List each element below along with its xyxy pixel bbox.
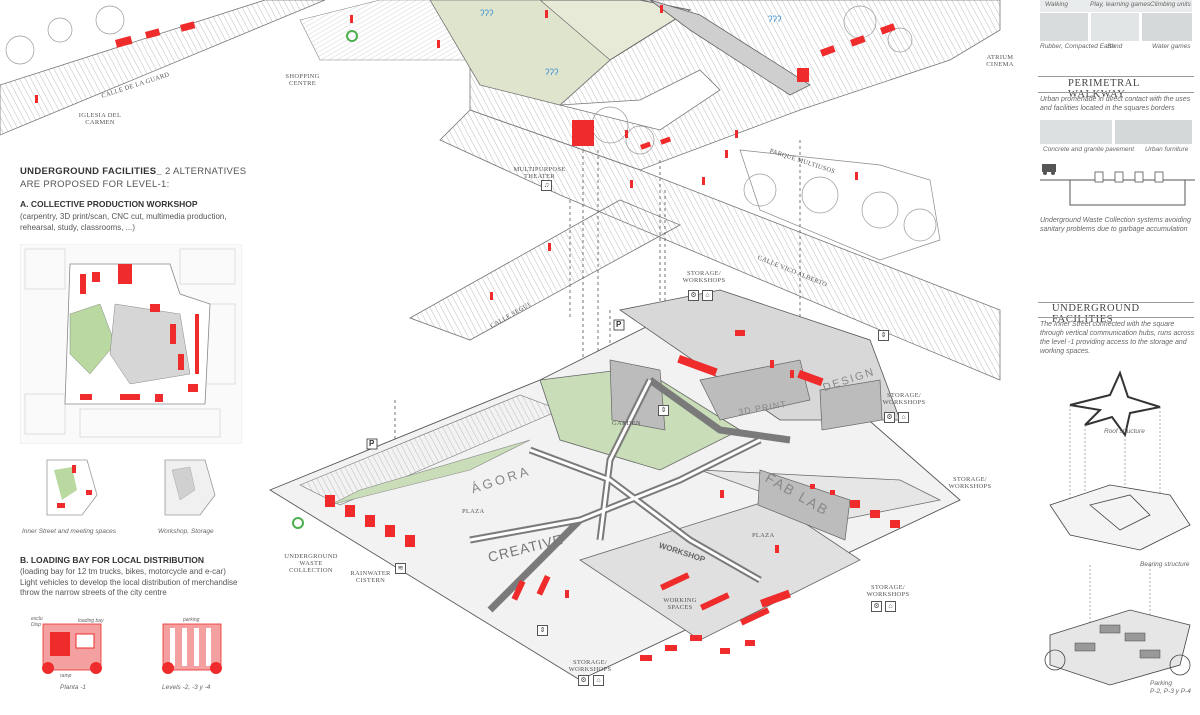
playing-kids: ʔʔʔ ʔʔʔ ʔʔʔ bbox=[480, 8, 782, 77]
svg-text:ʔʔʔ: ʔʔʔ bbox=[480, 8, 494, 18]
label-shopping: SHOPPING CENTRE bbox=[285, 73, 320, 87]
storage-icon: ⌂ bbox=[702, 290, 713, 301]
plan-label-loading: loading bay bbox=[78, 618, 104, 624]
recycling-icon-top bbox=[346, 30, 358, 42]
section-b-title: B. LOADING BAY FOR LOCAL DISTRIBUTION bbox=[20, 555, 205, 565]
calle-vico-band bbox=[439, 109, 1001, 381]
tools-icon: ⚙ bbox=[871, 601, 882, 612]
label-underground-waste: UNDERGROUND WASTE COLLECTION bbox=[284, 553, 338, 574]
caption-walking: Walking bbox=[1045, 1, 1069, 8]
label-storage-5: STORAGE/ WORKSHOPS bbox=[568, 659, 612, 673]
photo-pavement bbox=[1040, 120, 1112, 144]
label-iglesia: IGLESIA DEL CARMEN bbox=[78, 112, 122, 126]
ug-body: The Inner Street connected with the squa… bbox=[1040, 321, 1195, 355]
tools-icon: ⚙ bbox=[688, 290, 699, 301]
elevator-icon: ⇕ bbox=[658, 405, 669, 416]
elevator-icon: ⇕ bbox=[537, 625, 548, 636]
section-b-body: (loading bay for 12 tm trucks, bikes, mo… bbox=[20, 567, 238, 597]
photo-strip-1 bbox=[1040, 0, 1192, 12]
tools-icon: ⚙ bbox=[578, 675, 589, 686]
caption-water: Water games bbox=[1152, 43, 1191, 50]
diagram-inner-street bbox=[46, 459, 98, 516]
left-heading-bold: UNDERGROUND FACILITIES_ bbox=[20, 166, 163, 177]
people bbox=[35, 5, 858, 300]
caption-bearing: Bearing structure bbox=[1140, 561, 1190, 568]
label-working-spaces: WORKING SPACES bbox=[663, 597, 697, 611]
caption-inner-street: Inner Street and meeting spaces bbox=[22, 528, 116, 535]
photo-rubber bbox=[1040, 13, 1088, 41]
left-heading-line2: ARE PROPOSED FOR LEVEL-1: bbox=[20, 179, 170, 190]
theater-icon: ♫ bbox=[541, 180, 552, 191]
working-spaces-area bbox=[579, 499, 861, 641]
diagram-workshop-storage bbox=[164, 459, 216, 516]
left-heading-rest: 2 ALTERNATIVES bbox=[162, 166, 247, 177]
calle-street-band bbox=[0, 0, 326, 136]
axonometric-drawing: ʔʔʔ ʔʔʔ ʔʔʔ bbox=[0, 0, 1001, 681]
section-a-title: A. COLLECTIVE PRODUCTION WORKSHOP bbox=[20, 199, 198, 209]
workshop-furniture bbox=[325, 330, 900, 661]
label-multipurpose-theater: MULTIPURPOSE THEATER bbox=[513, 166, 566, 180]
calle-segui-band bbox=[409, 199, 681, 341]
caption-roof: Roof structure bbox=[1104, 428, 1145, 435]
caption-parking: Parking P-2, P-3 y P-4 bbox=[1150, 680, 1191, 695]
label-garden: GARDEN bbox=[612, 420, 641, 427]
label-plaza-2: PLAZA bbox=[752, 532, 775, 539]
photo-furniture bbox=[1115, 120, 1192, 144]
caption-workshop: Workshop, Storage bbox=[158, 528, 214, 535]
label-rainwater: RAINWATER CISTERN bbox=[350, 570, 391, 584]
label-storage-3: STORAGE/ WORKSHOPS bbox=[948, 476, 992, 490]
storage-icon: ⌂ bbox=[898, 412, 909, 423]
waste-section-diagram bbox=[1040, 164, 1195, 206]
caption-play: Play, learning games bbox=[1090, 1, 1151, 8]
perimetral-body: Urban promenade in direct contact with t… bbox=[1040, 96, 1191, 112]
plan-loading-bay bbox=[42, 623, 102, 674]
storage-icon: ⌂ bbox=[885, 601, 896, 612]
red-kiosks bbox=[114, 21, 896, 150]
caption-planta: Planta -1 bbox=[60, 684, 87, 691]
label-plaza-1: PLAZA bbox=[462, 508, 485, 515]
plan-label-exclu: exclu Disp bbox=[31, 616, 43, 628]
storage-icon: ⌂ bbox=[593, 675, 604, 686]
label-atrium: ATRIUM CINEMA bbox=[986, 54, 1014, 68]
site-plan-a bbox=[20, 244, 242, 444]
recycling-icon bbox=[292, 517, 304, 529]
tools-icon: ⚙ bbox=[884, 412, 895, 423]
perimetral-title: PERIMETRAL WALKWAY bbox=[1068, 78, 1140, 100]
caption-rubber: Rubber, Compacted Earth bbox=[1040, 43, 1116, 50]
caption-furniture: Urban furniture bbox=[1145, 146, 1189, 153]
photo-water bbox=[1142, 13, 1192, 41]
svg-text:ʔʔʔ: ʔʔʔ bbox=[768, 14, 782, 24]
ug-title: UNDERGROUND FACILITIES bbox=[1052, 303, 1140, 325]
parque-block bbox=[739, 149, 941, 261]
label-storage-4: STORAGE/ WORKSHOPS bbox=[866, 584, 910, 598]
photo-sand bbox=[1091, 13, 1139, 41]
parking-markers bbox=[366, 319, 625, 450]
parking-marker-2: P bbox=[369, 439, 375, 448]
caption-pavement: Concrete and granite pavement bbox=[1043, 146, 1135, 153]
walls bbox=[609, 359, 883, 541]
structure-exploded-diagram bbox=[1044, 370, 1191, 686]
parking-marker-1: P bbox=[616, 320, 622, 329]
plan-label-parking: parking bbox=[183, 617, 200, 623]
waste-body: Underground Waste Collection systems avo… bbox=[1040, 217, 1191, 233]
water-icon: ≋ bbox=[395, 563, 406, 574]
street-level: ʔʔʔ ʔʔʔ ʔʔʔ bbox=[0, 0, 1001, 485]
label-storage-2: STORAGE/ WORKSHOPS bbox=[882, 392, 926, 406]
label-storage-1: STORAGE/ WORKSHOPS bbox=[682, 270, 726, 284]
elevator-icon: ⇕ bbox=[878, 330, 889, 341]
underground-level bbox=[269, 289, 961, 681]
svg-text:ʔʔʔ: ʔʔʔ bbox=[545, 67, 559, 77]
caption-levels: Levels -2, -3 y -4 bbox=[162, 684, 211, 691]
caption-climbing: Climbing units bbox=[1150, 1, 1191, 8]
caption-sand: Sand bbox=[1107, 43, 1123, 50]
plan-label-ramp: ramp bbox=[60, 673, 72, 679]
plan-parking-levels bbox=[162, 623, 222, 674]
section-a-body: (carpentry, 3D print/scan, CNC cut, mult… bbox=[20, 212, 227, 232]
